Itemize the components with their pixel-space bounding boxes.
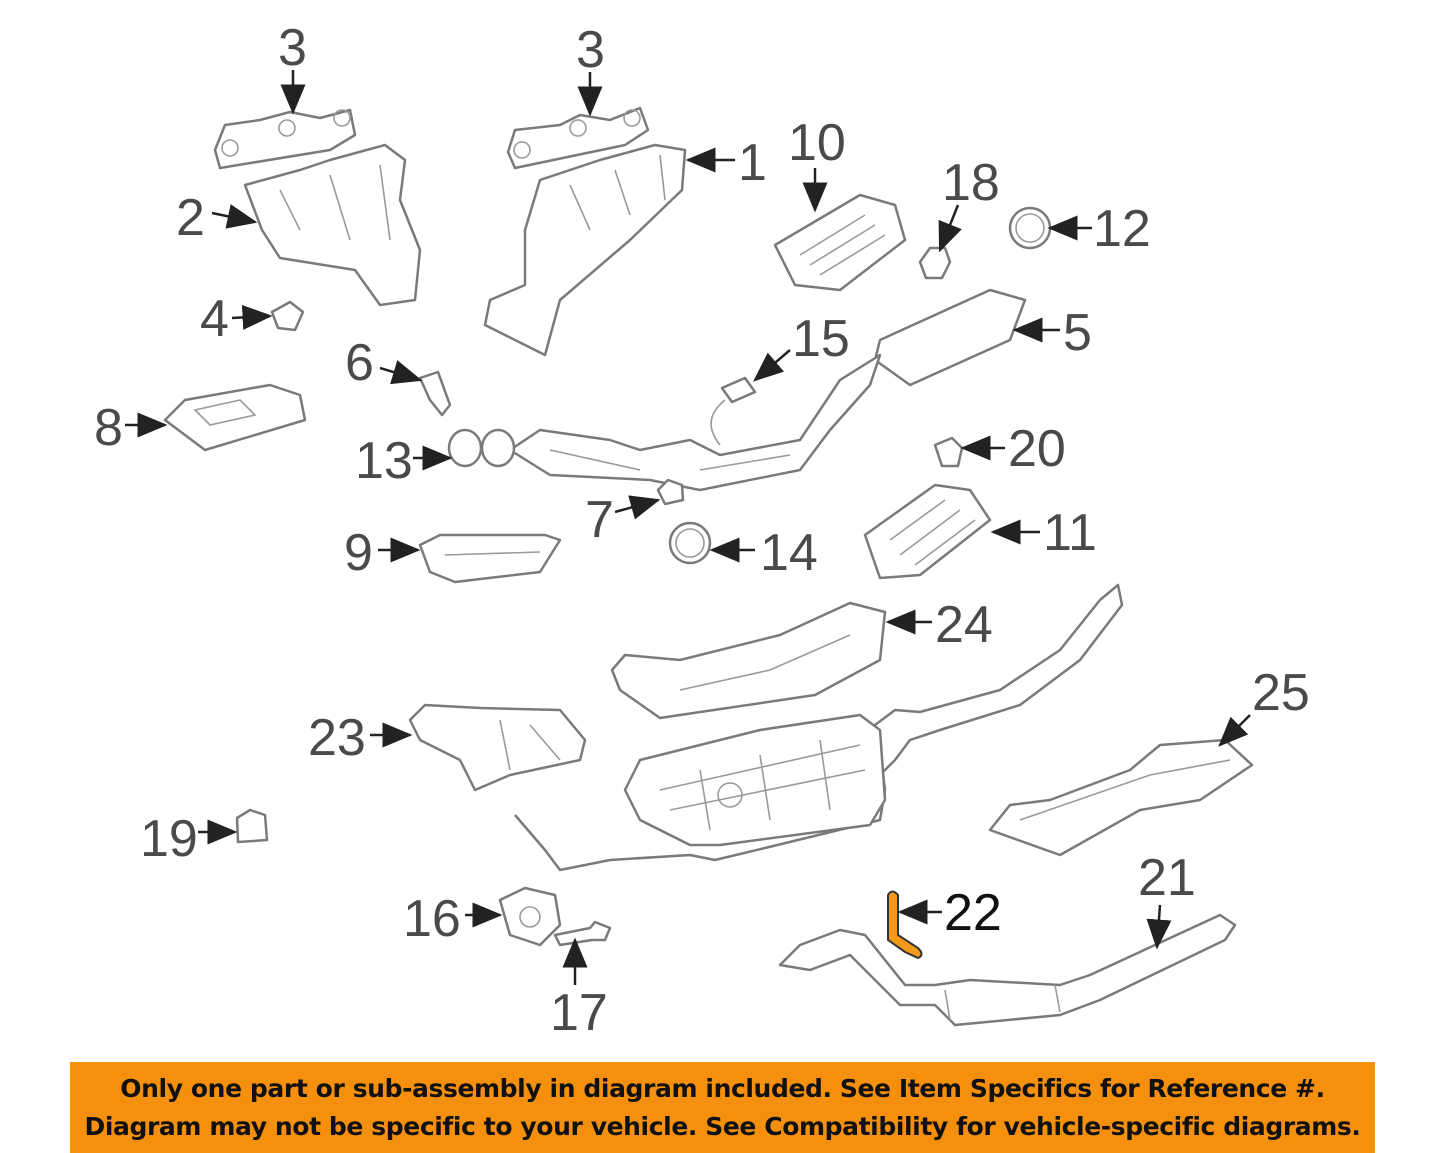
callout-arrows	[125, 70, 1251, 985]
callout-label-5: 5	[1063, 304, 1092, 362]
callout-label-8: 8	[94, 399, 123, 457]
callout-label-19: 19	[140, 810, 198, 868]
part-heat-shield-8	[163, 383, 307, 452]
part-o2-sensor-6	[418, 370, 452, 417]
part-tailpipe-muffler	[514, 583, 1124, 872]
part-heat-shield-9	[418, 533, 562, 584]
part-bolt-17	[553, 920, 612, 947]
callout-label-4: 4	[200, 290, 229, 348]
callout-label-13: 13	[355, 432, 413, 490]
callout-label-3-left: 3	[278, 19, 307, 77]
part-o2-sensor-15	[710, 376, 757, 446]
callout-label-10: 10	[788, 114, 846, 172]
disclaimer-line-1: Only one part or sub-assembly in diagram…	[120, 1073, 1325, 1103]
callout-label-2: 2	[176, 189, 205, 247]
callout-label-6: 6	[345, 334, 374, 392]
part-flange-16	[498, 886, 562, 947]
callout-label-22: 22	[944, 884, 1002, 942]
callout-label-25: 25	[1252, 664, 1310, 722]
part-manifold-2	[243, 143, 422, 307]
part-gasket-14	[668, 521, 712, 565]
part-nut-7	[656, 478, 685, 506]
part-gasket-12	[1008, 206, 1052, 250]
part-resonator-21	[778, 913, 1237, 1027]
callout-label-3-right: 3	[576, 21, 605, 79]
part-heat-shield-24	[610, 601, 887, 720]
part-converter-5-pipe	[508, 288, 1027, 492]
part-heat-shield-25	[988, 738, 1254, 857]
callout-label-21: 21	[1138, 849, 1196, 907]
exhaust-parts-diagram: 3 3 1 2 10 18 12 4 5 15 6 8 13 20 7 11 1…	[94, 19, 1310, 1042]
disclaimer-line-2: Diagram may not be specific to your vehi…	[84, 1111, 1361, 1141]
disclaimer-banner: Only one part or sub-assembly in diagram…	[70, 1062, 1375, 1153]
callout-label-23: 23	[308, 709, 366, 767]
callout-label-9: 9	[344, 524, 373, 582]
callout-label-11: 11	[1043, 504, 1097, 562]
callout-label-7: 7	[585, 491, 614, 549]
part-gaskets-3-left	[213, 108, 357, 170]
part-bracket-19	[235, 808, 269, 844]
part-gaskets-3-right	[506, 106, 650, 170]
part-bracket-20	[933, 436, 964, 468]
callout-label-14: 14	[760, 524, 818, 582]
callout-label-18: 18	[942, 154, 1000, 212]
part-heat-shield-23	[408, 703, 587, 792]
part-hanger-22-highlighted	[887, 890, 923, 960]
callout-label-16: 16	[403, 890, 461, 948]
part-heat-shield-10	[773, 193, 907, 292]
callout-label-1: 1	[738, 134, 767, 192]
callout-label-17: 17	[550, 984, 608, 1042]
part-gaskets-13	[447, 428, 516, 468]
part-heat-shield-11	[863, 483, 992, 580]
callout-label-15: 15	[792, 310, 850, 368]
part-manifold-1	[483, 143, 687, 357]
callout-label-12: 12	[1093, 200, 1151, 258]
callout-label-20: 20	[1008, 420, 1066, 478]
callout-label-24: 24	[935, 596, 993, 654]
part-bolt-4	[270, 300, 305, 332]
part-nut-18	[918, 246, 952, 280]
